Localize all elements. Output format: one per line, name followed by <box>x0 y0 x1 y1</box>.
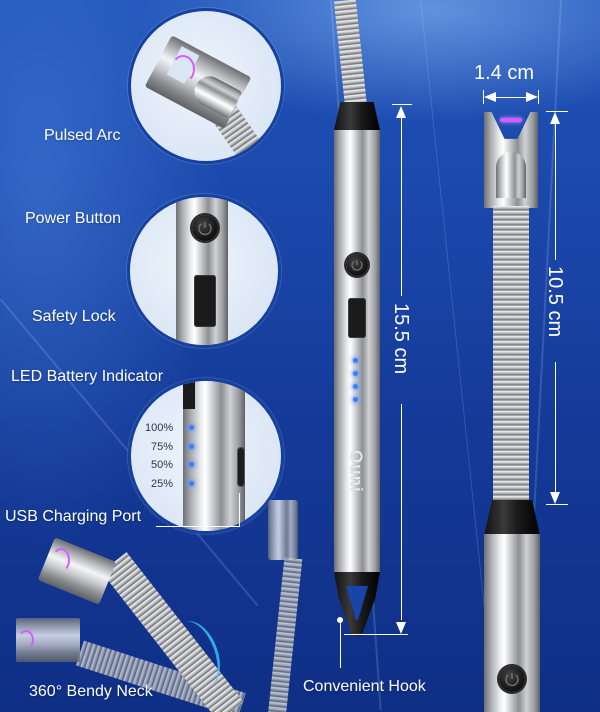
dimension-line <box>494 97 528 98</box>
body-length-dimension: 15.5 cm <box>390 303 412 375</box>
dimension-tick <box>538 90 539 104</box>
brand-logo: Ouni <box>347 450 366 493</box>
head-width-dimension: 1.4 cm <box>474 62 535 84</box>
upright-head-ghost <box>268 500 298 560</box>
body-led <box>353 384 358 389</box>
neck-length-dimension: 10.5 cm <box>544 266 566 338</box>
battery-led-100 <box>189 425 194 430</box>
dimension-tick <box>344 634 408 635</box>
center-lighter-collar <box>334 102 380 130</box>
dimension-arrow-down <box>550 492 560 504</box>
usb-leader-line <box>156 526 240 527</box>
dimension-arrow-up <box>550 112 560 124</box>
dimension-tick <box>546 111 568 112</box>
right-head-dome <box>496 152 526 198</box>
body-led <box>353 397 358 402</box>
dimension-line <box>401 116 402 296</box>
pulsed-arc-detail-circle <box>128 8 284 164</box>
center-lighter-body <box>334 130 380 574</box>
dimension-tick <box>392 104 412 105</box>
hook-leader-line <box>340 620 341 668</box>
power-button-label: Power Button <box>25 210 122 227</box>
usb-leader-line <box>239 493 240 527</box>
dimension-tick <box>546 504 568 505</box>
battery-level-25: 25% <box>151 478 174 490</box>
dimension-arrow-left <box>484 92 496 102</box>
battery-led-25 <box>189 481 194 486</box>
power-icon <box>192 215 218 241</box>
safety-lock-switch <box>348 298 366 338</box>
bendy-neck-label: 360° Bendy Neck <box>29 683 153 700</box>
dimension-line <box>555 124 556 260</box>
lock-switch-icon <box>194 275 216 327</box>
battery-level-50: 50% <box>151 459 174 471</box>
arc-glow <box>18 630 34 650</box>
hook-leader-dot <box>337 617 343 623</box>
body-led <box>353 358 358 363</box>
battery-level-100: 100% <box>145 422 174 434</box>
dimension-line <box>401 404 402 620</box>
convenient-hook-label: Convenient Hook <box>303 678 426 695</box>
power-button <box>346 254 368 276</box>
safety-lock-label: Safety Lock <box>32 308 116 325</box>
pulsed-arc-label: Pulsed Arc <box>44 127 121 144</box>
dimension-line <box>555 362 556 498</box>
power-button <box>499 666 525 692</box>
usb-charging-port-label: USB Charging Port <box>5 508 142 525</box>
arc-glow <box>500 118 522 122</box>
battery-led-75 <box>189 444 194 449</box>
dimension-arrow-right <box>526 92 538 102</box>
body-led <box>353 371 358 376</box>
center-lighter-neck <box>333 0 367 108</box>
power-lock-detail-circle <box>127 194 281 348</box>
dimension-arrow-up <box>396 106 406 118</box>
right-lighter-neck <box>493 206 529 504</box>
right-lighter-collar <box>484 500 540 536</box>
battery-led-50 <box>189 462 194 467</box>
bent-head <box>37 537 117 605</box>
usb-c-port-icon <box>237 447 245 487</box>
battery-level-75: 75% <box>151 441 174 453</box>
battery-usb-detail-circle: 100% 75% 50% 25% <box>128 378 284 534</box>
arc-glow <box>171 55 195 83</box>
dimension-arrow-down <box>396 622 406 634</box>
arc-glow <box>52 548 70 572</box>
dimension-tick <box>483 90 484 104</box>
led-battery-indicator-label: LED Battery Indicator <box>11 368 164 385</box>
upright-neck-ghost <box>267 557 303 712</box>
